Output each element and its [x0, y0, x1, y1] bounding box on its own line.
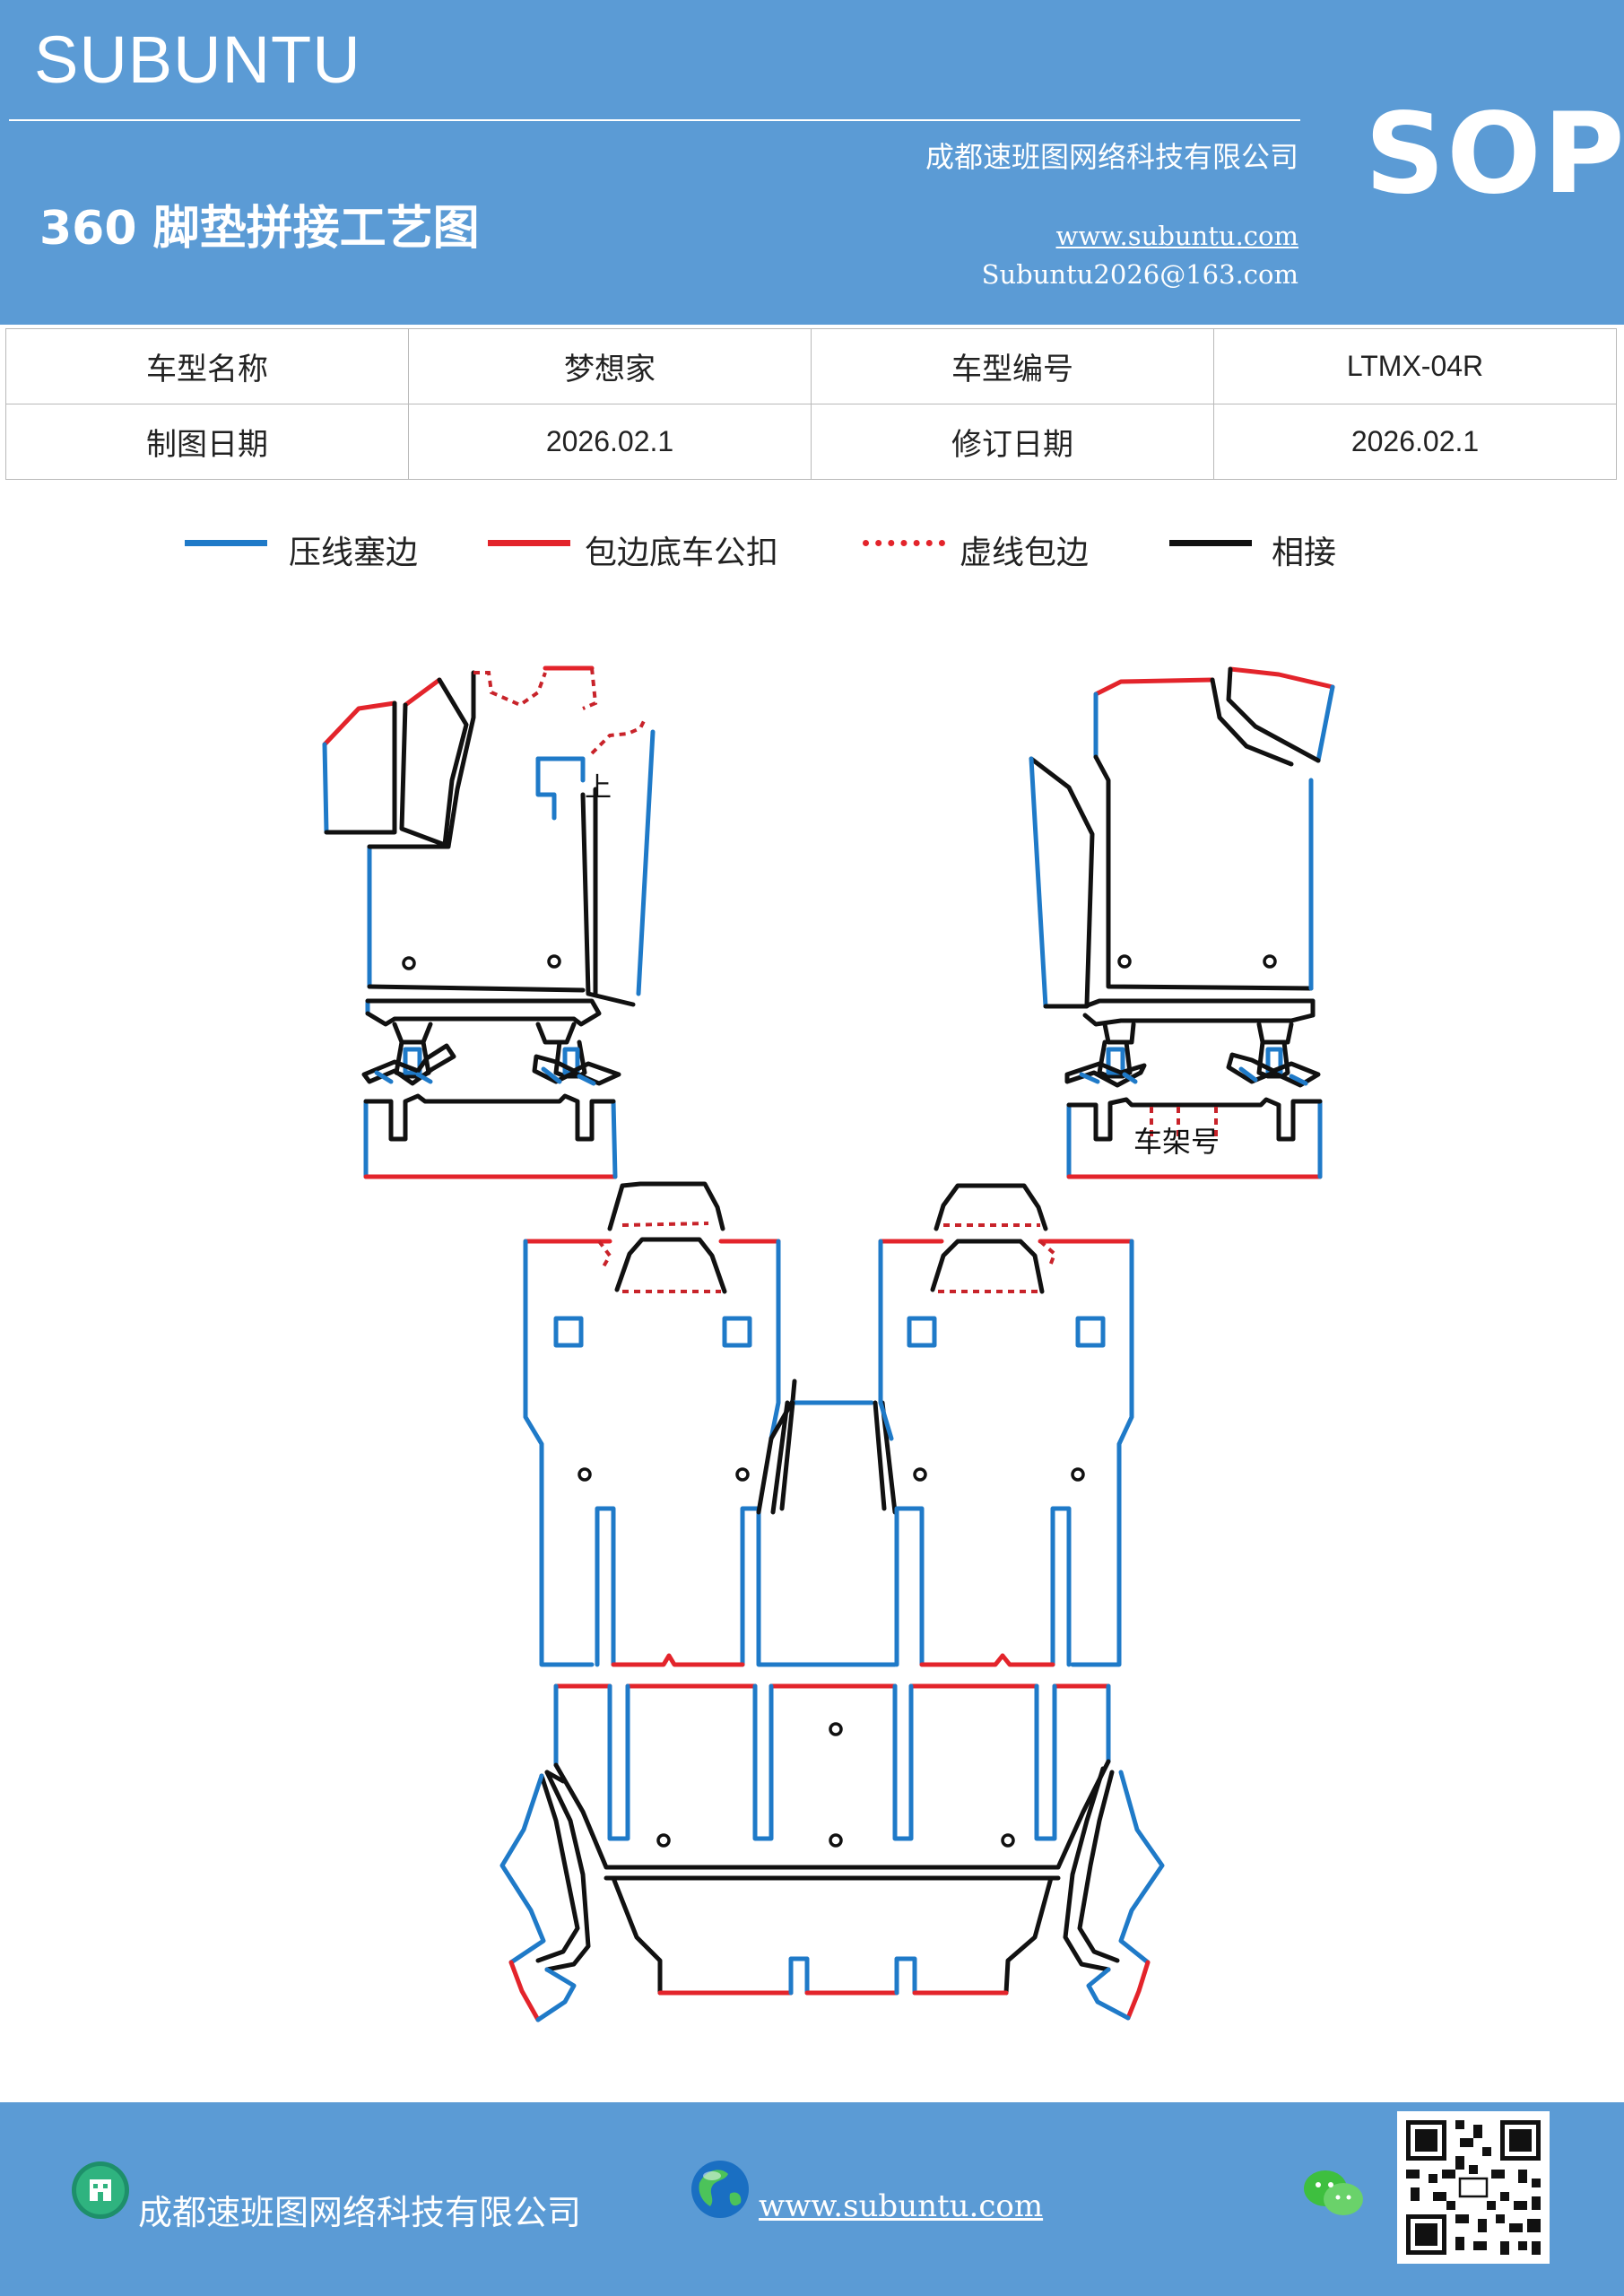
brand-logo-text: SUBUNTU [34, 22, 361, 97]
wechat-icon[interactable] [1302, 2167, 1365, 2221]
frame-number-label: 车架号 [1133, 1125, 1220, 1159]
building-icon [72, 2161, 129, 2219]
upper-mark-label: 上 [585, 772, 612, 804]
second-row-right-mat [878, 1183, 1134, 1667]
legend: 压线塞边 包边底车公扣 虚线包边 相接 [0, 522, 1624, 576]
header-email: Subuntu2026@163.com [981, 259, 1298, 290]
header-divider [9, 119, 1300, 121]
vehicle-info-table: 车型名称 梦想家 车型编号 LTMX-04R 制图日期 2026.02.1 修订… [5, 328, 1617, 480]
legend-label: 相接 [1272, 535, 1337, 571]
footer-website-link[interactable]: www.subuntu.com [759, 2188, 1044, 2224]
table-cell: 制图日期 [5, 404, 409, 480]
header-banner: SUBUNTU SOP 成都速班图网络科技有限公司 360 脚垫拼接工艺图 ww… [0, 0, 1624, 325]
legend-label: 包边底车公扣 [585, 535, 779, 571]
table-row: 制图日期 2026.02.1 修订日期 2026.02.1 [5, 404, 1617, 480]
second-row-left-mat [523, 1181, 797, 1667]
front-right-heel-piece [1066, 1097, 1323, 1179]
table-cell: 2026.02.1 [408, 404, 812, 480]
rear-left-side-wing [499, 1770, 591, 2022]
rear-row-mat [553, 1683, 1111, 1996]
table-cell: 车型名称 [5, 328, 409, 404]
front-right-mat [1029, 666, 1335, 1045]
header-company-name: 成都速班图网络科技有限公司 [925, 140, 1298, 174]
table-cell: 梦想家 [408, 328, 812, 404]
front-left-mat [322, 665, 656, 1045]
sop-label: SOP [1365, 90, 1624, 219]
footer-banner: 成都速班图网络科技有限公司 www.subuntu.com [0, 2102, 1624, 2296]
table-cell: LTMX-04R [1213, 328, 1617, 404]
document-title: 360 脚垫拼接工艺图 [39, 202, 480, 256]
legend-swatch [863, 540, 945, 546]
legend-label: 虚线包边 [960, 535, 1090, 571]
footer-company-name: 成都速班图网络科技有限公司 [138, 2193, 582, 2232]
legend-swatch [1169, 540, 1252, 546]
front-left-heel-piece [363, 1093, 618, 1179]
legend-label: 压线塞边 [289, 535, 419, 571]
qr-code [1397, 2111, 1550, 2264]
front-right-clips [1064, 1039, 1321, 1088]
legend-swatch [488, 540, 570, 546]
header-website-link[interactable]: www.subuntu.com [1055, 221, 1298, 251]
table-cell: 车型编号 [811, 328, 1214, 404]
table-cell: 2026.02.1 [1213, 404, 1617, 480]
legend-swatch [185, 540, 267, 546]
front-left-clips [361, 1039, 621, 1086]
globe-icon [691, 2161, 749, 2218]
rear-right-side-wing [1063, 1766, 1165, 2021]
table-cell: 修订日期 [811, 404, 1214, 480]
table-row: 车型名称 梦想家 车型编号 LTMX-04R [5, 328, 1617, 404]
centre-tunnel-mat [770, 1400, 898, 1667]
